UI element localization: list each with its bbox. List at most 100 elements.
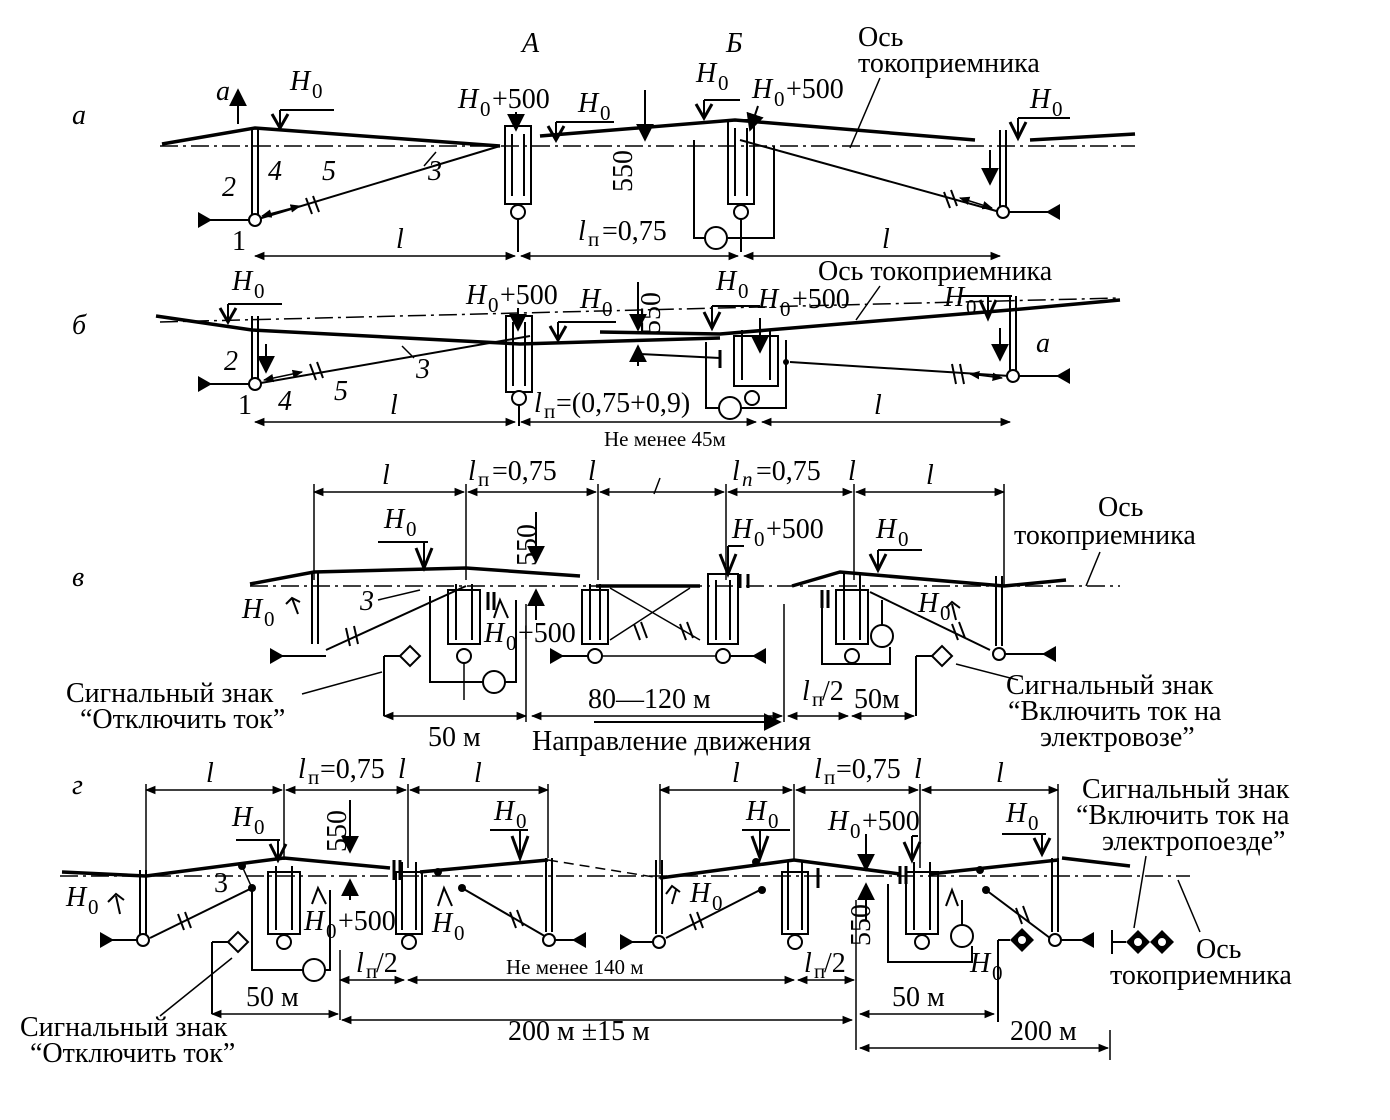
span-l-a-left: l	[396, 224, 404, 255]
svg-text:электропоезде”: электропоезде”	[1102, 826, 1285, 857]
svg-text:H: H	[457, 84, 480, 115]
svg-text:H: H	[431, 908, 454, 939]
svg-text:0: 0	[406, 517, 417, 541]
dim-550-v: 550	[512, 524, 543, 566]
svg-text:/2: /2	[376, 948, 398, 979]
svg-text:2: 2	[224, 346, 238, 377]
svg-text:H: H	[289, 66, 312, 97]
svg-text:l: l	[206, 758, 214, 789]
svg-text:l: l	[926, 460, 934, 491]
svg-text:H: H	[827, 806, 850, 837]
svg-text:+500: +500	[862, 806, 920, 837]
panel-b-letter: б	[72, 310, 87, 341]
anchor-triangle-left	[198, 212, 212, 228]
svg-text:=0,75: =0,75	[756, 456, 821, 487]
svg-text:l: l	[474, 758, 482, 789]
section-b-label: Б	[725, 28, 743, 59]
svg-text:l: l	[732, 456, 740, 487]
svg-text:0: 0	[602, 297, 613, 321]
svg-text:/2: /2	[822, 676, 844, 707]
svg-text:l: l	[848, 456, 856, 487]
svg-text:п: п	[308, 765, 319, 789]
svg-text:3: 3	[415, 354, 430, 385]
svg-text:“Отключить ток”: “Отключить ток”	[80, 704, 285, 735]
svg-text:H: H	[1029, 84, 1052, 115]
pantograph-axis-line-b	[159, 297, 1121, 323]
svg-text:токоприемника: токоприемника	[1014, 520, 1196, 551]
svg-text:0: 0	[850, 819, 861, 843]
svg-text:5: 5	[334, 376, 348, 407]
lift-label-a: a	[216, 76, 230, 107]
svg-text:l: l	[874, 390, 882, 421]
svg-text:n: n	[742, 467, 753, 491]
svg-text:/2: /2	[824, 948, 846, 979]
contact-wire-g-gap	[547, 859, 661, 879]
dist-50m-v-right: 50м	[854, 684, 900, 715]
svg-text:H: H	[689, 878, 712, 909]
svg-text:H: H	[757, 284, 780, 315]
neutral-insert-length-a: =0,75	[602, 216, 667, 247]
contact-wire-b-right	[599, 298, 1121, 336]
svg-text:+500: +500	[500, 280, 558, 311]
panel-a-letter: а	[72, 100, 86, 131]
svg-text:0: 0	[898, 527, 909, 551]
svg-text:1: 1	[232, 226, 246, 257]
svg-text:токоприемника: токоприемника	[1110, 960, 1292, 991]
svg-text:H: H	[715, 266, 738, 297]
svg-text:Сигнальный знак: Сигнальный знак	[1006, 670, 1214, 701]
svg-text:+500: +500	[338, 906, 396, 937]
svg-text:H: H	[695, 58, 718, 89]
neutral-insert-length-b: =(0,75+0,9)	[556, 388, 690, 419]
dim-550-g-right: 550	[846, 904, 877, 946]
svg-text:0: 0	[768, 809, 779, 833]
dist-50m-g-left: 50 м	[246, 982, 299, 1013]
svg-text:H: H	[917, 588, 940, 619]
svg-text:H: H	[303, 906, 326, 937]
svg-text:0: 0	[774, 87, 785, 111]
dist-200m-15m: 200 м ±15 м	[508, 1016, 650, 1047]
svg-text:l: l	[814, 754, 822, 785]
svg-text:+500: +500	[792, 284, 850, 315]
svg-text:=0,75: =0,75	[836, 754, 901, 785]
panel-b: б Ось токоприемника H 0 2 1 4 5 3	[72, 256, 1121, 427]
svg-text:H: H	[579, 284, 602, 315]
svg-text:H: H	[875, 514, 898, 545]
svg-text:Ось: Ось	[1196, 934, 1241, 965]
svg-text:+500: +500	[492, 84, 550, 115]
svg-text:a: a	[1036, 328, 1050, 359]
svg-text:=0,75: =0,75	[492, 456, 557, 487]
dist-80-120m: 80—120 м	[588, 684, 711, 715]
svg-text:Сигнальный знак: Сигнальный знак	[66, 678, 274, 709]
svg-text:0: 0	[480, 97, 491, 121]
pantograph-axis-label-line1: Ось	[858, 22, 903, 53]
section-insulator-a	[504, 125, 532, 205]
svg-text:0: 0	[88, 895, 99, 919]
svg-text:H: H	[751, 74, 774, 105]
svg-text:0: 0	[718, 71, 729, 95]
svg-text:0: 0	[1052, 97, 1063, 121]
mast-foot-left	[248, 213, 262, 227]
min-140m-label: Не менее 140 м	[506, 955, 644, 979]
svg-text:“Отключить ток”: “Отключить ток”	[30, 1038, 235, 1069]
svg-text:3: 3	[427, 156, 442, 187]
svg-text:п: п	[544, 399, 555, 423]
svg-text:H: H	[943, 282, 966, 313]
insulator-left	[305, 197, 313, 215]
svg-text:0: 0	[780, 297, 791, 321]
svg-text:+500: +500	[766, 514, 824, 545]
svg-text:l: l	[996, 758, 1004, 789]
contact-wire-right	[1029, 132, 1136, 142]
svg-text:l: l	[382, 460, 390, 491]
pantograph-axis-label-b: Ось токоприемника	[818, 256, 1053, 287]
svg-text:п: п	[814, 959, 825, 983]
section-a-label: А	[520, 28, 540, 59]
panel-v-letter: в	[72, 562, 84, 593]
panel-a: а А Б Ось токоприемника a H 0 2 4 5 3 1	[72, 22, 1136, 261]
signal-sign-off-v	[383, 644, 422, 716]
anchor-branch-right	[739, 139, 1001, 213]
contact-wire-left	[161, 126, 501, 148]
svg-text:H: H	[465, 280, 488, 311]
svg-text:l: l	[398, 754, 406, 785]
svg-text:3: 3	[359, 586, 374, 617]
